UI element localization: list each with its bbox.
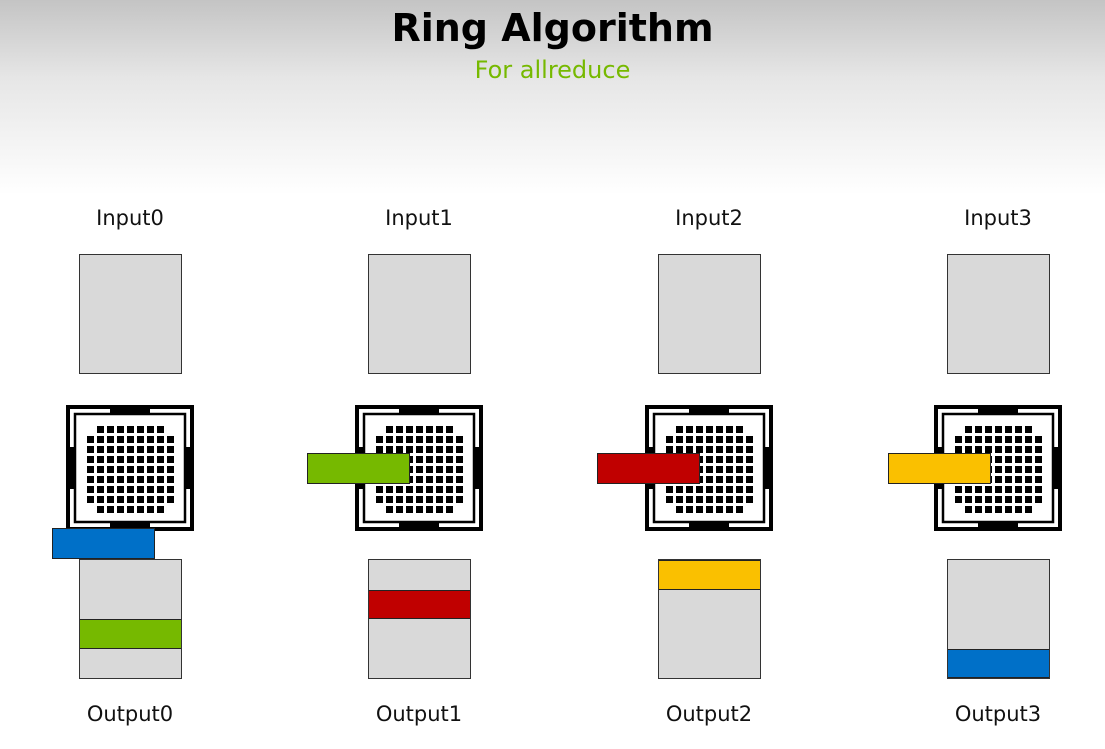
output-segment-2 [659, 560, 760, 590]
input-label-3: Input3 [964, 206, 1032, 230]
output-buffer-2 [658, 559, 761, 679]
output-label-2: Output2 [665, 702, 753, 726]
header-background [0, 0, 1105, 195]
moving-chunk-3 [888, 453, 991, 484]
input-buffer-1 [368, 254, 471, 374]
output-buffer-0 [79, 559, 182, 679]
moving-chunk-1 [307, 453, 410, 484]
output-segment-0 [80, 619, 181, 649]
gpu-chip-icon-0 [66, 405, 194, 531]
output-buffer-3 [947, 559, 1050, 679]
output-label-1: Output1 [375, 702, 463, 726]
page-title: Ring Algorithm [391, 6, 714, 50]
output-buffer-1 [368, 559, 471, 679]
input-label-2: Input2 [675, 206, 743, 230]
output-segment-3 [948, 648, 1049, 678]
moving-chunk-0 [52, 528, 155, 559]
input-buffer-2 [658, 254, 761, 374]
input-label-0: Input0 [96, 206, 164, 230]
gpu-chip-icon-3 [934, 405, 1062, 531]
page-subtitle: For allreduce [474, 56, 631, 84]
moving-chunk-2 [597, 453, 700, 484]
output-segment-1 [369, 589, 470, 619]
output-label-3: Output3 [954, 702, 1042, 726]
input-buffer-0 [79, 254, 182, 374]
input-buffer-3 [947, 254, 1050, 374]
input-label-1: Input1 [385, 206, 453, 230]
output-label-0: Output0 [86, 702, 174, 726]
